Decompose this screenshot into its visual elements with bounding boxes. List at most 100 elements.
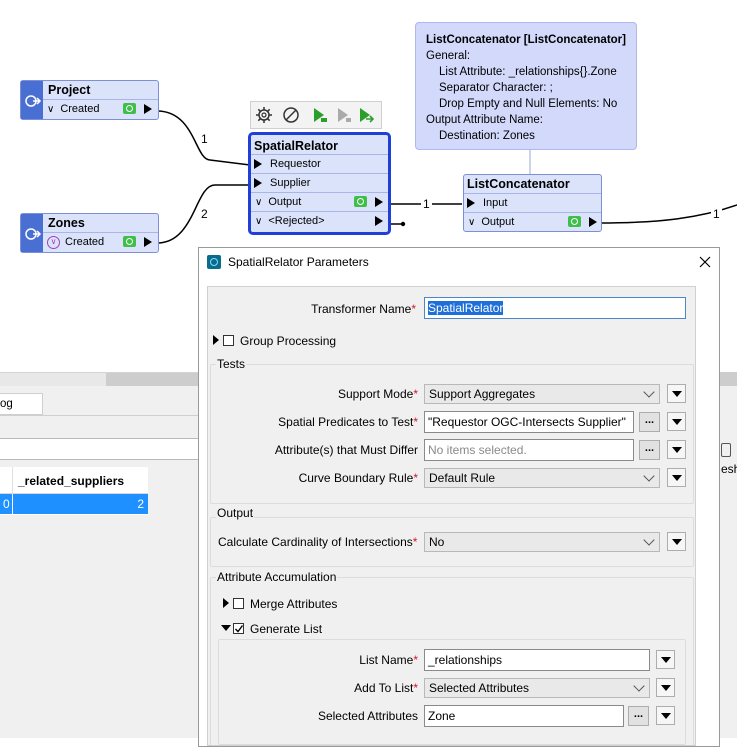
predicates-browse-button[interactable]: ... [639,412,660,432]
cardinality-select[interactable]: No [424,532,660,552]
chevron-circle-icon: ∨ [47,235,60,249]
tests-group [210,364,694,504]
connection-count-output: 1 [421,197,432,211]
port-input[interactable]: Input [464,193,601,212]
cardinality-menu-button[interactable] [667,532,686,551]
canvas-scrollbar[interactable] [0,372,200,387]
add-to-list-menu-button[interactable] [656,678,675,697]
must-differ-input[interactable]: No items selected. [424,439,634,461]
selected-attributes-label: Selected Attributes [317,709,418,723]
run-from-this-icon[interactable] [335,106,353,124]
node-tooltip: ListConcatenator [ListConcatenator] Gene… [415,22,637,150]
filter-input[interactable] [0,438,200,460]
canvas-scrollbar-right[interactable] [720,372,737,386]
support-mode-select[interactable]: Support Aggregates [424,384,660,404]
eye-icon[interactable] [568,216,581,227]
port-created[interactable]: ∨ Created [43,232,158,251]
project-reader-node[interactable]: Project ∨ Created [20,80,159,120]
eye-icon[interactable] [354,196,367,207]
curve-rule-select[interactable]: Default Rule [424,468,660,488]
group-processing-checkbox[interactable] [223,335,234,346]
port-label: Output [268,196,302,208]
transformer-name-input[interactable]: SpatialRelator [424,297,686,319]
scroll-thumb[interactable] [106,373,200,387]
curve-rule-menu-button[interactable] [667,468,686,487]
data-table: _related_suppliers 0 2 [0,467,148,515]
port-label: Requestor [270,158,321,170]
scroll-thumb[interactable] [695,301,696,689]
tooltip-line: List Attribute: _relationships{}.Zone [439,66,617,78]
must-differ-menu-button[interactable] [667,440,686,459]
port-output[interactable]: ∨ Output [251,192,388,211]
output-port-arrow[interactable] [144,237,152,247]
parameters-dialog: SpatialRelator Parameters Transformer Na… [198,247,720,747]
chevron-down-icon: ∨ [47,103,55,115]
close-icon[interactable] [699,256,711,268]
expand-arrow-icon[interactable] [223,598,229,608]
transformer-toolbar [250,101,382,129]
column-header[interactable]: _related_suppliers [18,474,125,488]
dialog-body: Transformer Name* SpatialRelator Group P… [207,286,696,746]
add-to-list-select[interactable]: Selected Attributes [424,678,650,698]
checkmark-icon [235,625,244,633]
input-port-arrow[interactable] [467,198,475,208]
selected-attributes-browse-button[interactable]: ... [628,706,649,726]
eye-icon[interactable] [123,103,136,114]
output-port-arrow[interactable] [589,217,597,227]
run-partial-icon[interactable] [357,106,375,124]
selected-attributes-menu-button[interactable] [656,706,675,725]
disable-icon[interactable] [282,106,300,124]
output-port-arrow[interactable] [144,104,152,114]
merge-attributes-checkbox[interactable] [233,598,244,609]
port-created[interactable]: ∨ Created [43,99,158,118]
output-port-arrow[interactable] [375,197,383,207]
port-label: <Rejected> [268,215,325,227]
tooltip-line: General: [426,50,471,62]
group-processing-label: Group Processing [240,334,337,348]
port-rejected[interactable]: ∨ <Rejected> [251,211,388,230]
eye-icon[interactable] [123,236,136,247]
list-name-menu-button[interactable] [656,650,675,669]
must-differ-browse-button[interactable]: ... [639,440,660,460]
input-port-arrow[interactable] [254,178,262,188]
listconcatenator-node[interactable]: ListConcatenator Input ∨ Output [463,174,602,232]
panel-icon[interactable] [721,443,731,457]
list-name-label: List Name* [359,653,418,667]
run-to-this-icon[interactable] [311,106,329,124]
row-header-corner [0,467,13,493]
spatialrelator-node[interactable]: SpatialRelator Requestor Supplier ∨ Outp… [248,132,391,235]
connection-count-project: 1 [201,132,208,146]
support-mode-menu-button[interactable] [667,384,686,403]
port-label: Input [483,197,508,209]
port-output[interactable]: ∨ Output [464,212,601,231]
reader-icon [21,214,43,252]
chevron-down-icon: ∨ [255,196,263,208]
port-supplier[interactable]: Supplier [251,173,388,192]
table-row[interactable]: 0 2 [0,494,148,514]
tooltip-line: Separator Character: ; [439,82,553,94]
divider [0,415,200,416]
zones-reader-node[interactable]: Zones ∨ Created [20,213,159,253]
scrollbar[interactable] [695,287,696,746]
tab-log[interactable]: og [0,393,43,415]
merge-attributes-label: Merge Attributes [250,597,338,611]
predicates-label: Spatial Predicates to Test* [278,415,418,429]
support-mode-label: Support Mode* [337,387,418,401]
selected-attributes-input[interactable]: Zone [424,705,624,727]
collapse-arrow-icon[interactable] [221,625,231,631]
list-name-input[interactable]: _relationships [424,649,650,671]
reader-icon [21,81,43,119]
curve-rule-label: Curve Boundary Rule* [298,471,418,485]
row-index: 0 [3,497,10,511]
generate-list-checkbox[interactable] [233,623,244,634]
input-port-arrow[interactable] [254,159,262,169]
output-port-arrow[interactable] [375,216,383,226]
predicates-input[interactable]: "Requestor OGC-Intersects Supplier" [424,411,634,433]
node-title: SpatialRelator [254,139,339,153]
port-requestor[interactable]: Requestor [251,154,388,173]
accumulation-header: Attribute Accumulation [216,570,338,584]
gear-icon[interactable] [255,106,273,124]
expand-arrow-icon[interactable] [213,335,219,345]
predicates-menu-button[interactable] [667,412,686,431]
output-header: Output [216,506,255,520]
